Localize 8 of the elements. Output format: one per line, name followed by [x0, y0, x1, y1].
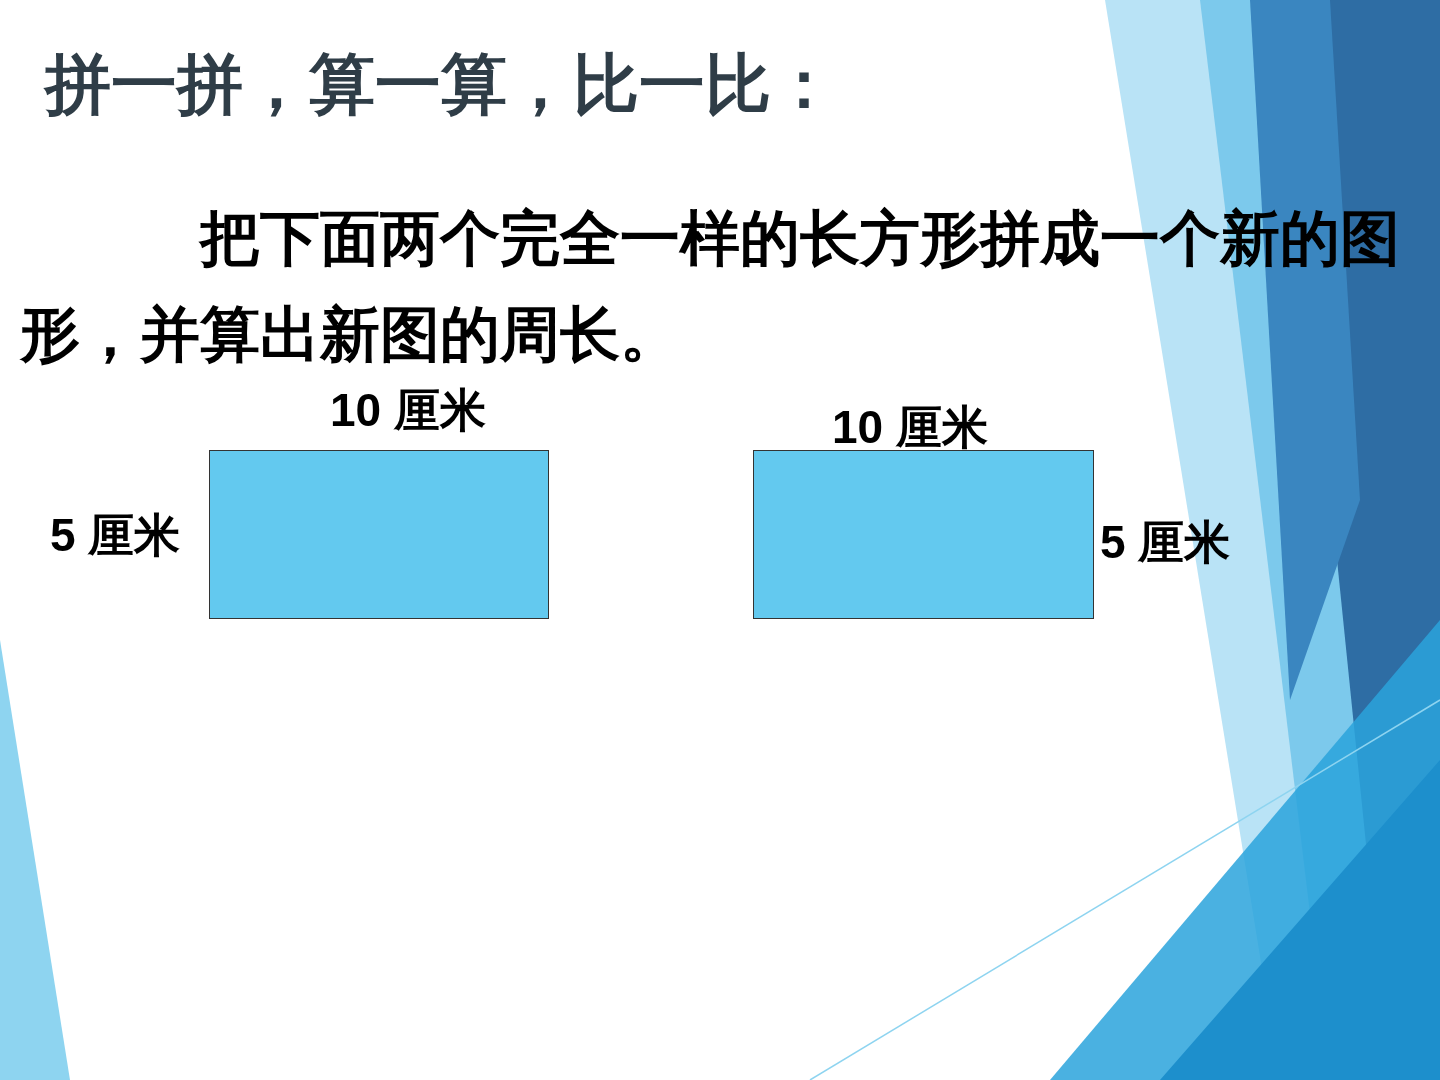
dimension-label: 10 厘米 — [330, 383, 486, 438]
slide-title: 拼一拼，算一算，比一比： — [45, 44, 837, 125]
instruction-text: 把下面两个完全一样的长方形拼成一个新的图形，并算出新图的周长。 — [20, 202, 1401, 371]
rectangle-shape — [753, 450, 1094, 619]
rectangle-shape — [209, 450, 549, 619]
dimension-label: 5 厘米 — [1100, 515, 1231, 570]
dimension-label: 10 厘米 — [832, 400, 988, 455]
dimension-label: 5 厘米 — [50, 508, 181, 563]
